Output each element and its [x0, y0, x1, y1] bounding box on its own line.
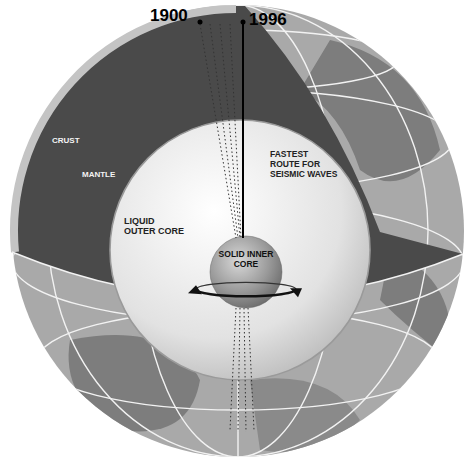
station-dot — [198, 20, 203, 25]
year-label: 1900 — [150, 6, 198, 26]
rotation-arrow — [210, 236, 282, 308]
year-label: 1996 — [249, 10, 299, 30]
grid-lines — [12, 0, 464, 462]
layer-label: CRUST — [52, 136, 102, 145]
outer-core-node: LIQUID OUTER CORE SOLID INNER CORE — [110, 120, 370, 380]
callout-text: FASTEST ROUTE FOR SEISMIC WAVES — [270, 150, 340, 179]
continents — [12, 0, 464, 462]
fastest-route-line — [242, 24, 244, 238]
inner-core-node: SOLID INNER CORE — [210, 236, 282, 308]
layer-label: MANTLE — [82, 170, 142, 179]
station-dot — [241, 20, 246, 25]
mantle-wedge — [11, 6, 463, 299]
core-label: LIQUID OUTER CORE — [124, 216, 186, 237]
core-label: SOLID INNER CORE — [218, 250, 274, 270]
dotted-ray-fan — [200, 24, 254, 432]
